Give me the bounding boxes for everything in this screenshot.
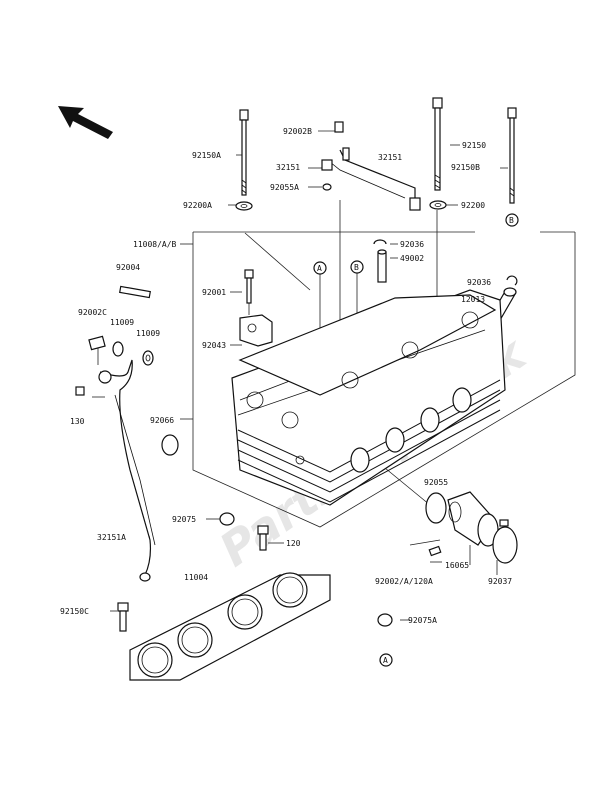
label-92002C: 92002C xyxy=(78,308,107,317)
plug-92066 xyxy=(161,434,179,456)
washer-92200 xyxy=(429,200,447,210)
label-92036b: 92036 xyxy=(467,278,491,287)
stud-92004 xyxy=(119,285,151,299)
label-11009b: 11009 xyxy=(136,329,160,338)
bolt-92002C xyxy=(88,335,106,351)
svg-text:A: A xyxy=(317,264,322,273)
clamp-92037 xyxy=(492,519,518,564)
screw-92002A xyxy=(428,545,442,557)
callout-B-top: B xyxy=(350,260,364,274)
callout-B-right: B xyxy=(505,213,519,227)
bolt-92150C xyxy=(117,602,129,632)
label-92001: 92001 xyxy=(202,288,226,297)
svg-text:B: B xyxy=(354,263,359,272)
label-11004: 11004 xyxy=(184,573,208,582)
front-direction-arrow-icon xyxy=(58,106,113,139)
washer-11009b xyxy=(142,350,154,366)
label-92002B: 92002B xyxy=(283,127,312,136)
label-92075A: 92075A xyxy=(408,616,437,625)
label-16065: 16065 xyxy=(445,561,469,570)
label-92200: 92200 xyxy=(461,201,485,210)
svg-text:B: B xyxy=(509,216,514,225)
washer-92200A xyxy=(235,201,253,211)
cylinder-head xyxy=(231,289,506,506)
o-ring-92055 xyxy=(425,492,447,524)
sleeve-49002 xyxy=(377,249,387,283)
part-labels: 92002B 32151 32151 92055A 92150A 92150 9… xyxy=(60,127,512,625)
plug-92075 xyxy=(219,512,235,526)
bolt-92150A xyxy=(239,109,249,196)
label-92150A: 92150A xyxy=(192,151,221,160)
callout-A-top: A xyxy=(313,261,327,275)
label-11009a: 11009 xyxy=(110,318,134,327)
label-92055: 92055 xyxy=(424,478,448,487)
label-92036a: 92036 xyxy=(400,240,424,249)
oil-hose-32151A xyxy=(75,359,156,582)
label-92055A: 92055A xyxy=(270,183,299,192)
label-92150C: 92150C xyxy=(60,607,89,616)
bolt-92150 xyxy=(432,97,443,191)
bolt-92150B xyxy=(507,107,517,204)
callout-A-bottom: A xyxy=(379,653,393,667)
label-12013: 12013 xyxy=(461,295,485,304)
bolt-120 xyxy=(257,525,269,551)
label-130: 130 xyxy=(70,417,85,426)
label-92150: 92150 xyxy=(462,141,486,150)
oil-pipe-32151 xyxy=(321,121,421,211)
assembly-frame xyxy=(192,231,576,528)
svg-text:A: A xyxy=(383,656,388,665)
label-92004: 92004 xyxy=(116,263,140,272)
label-11008: 11008/A/B xyxy=(133,240,177,249)
clip-92036a xyxy=(373,239,387,245)
label-92200A: 92200A xyxy=(183,201,212,210)
bracket-92043 xyxy=(239,314,273,347)
label-32151A: 32151A xyxy=(97,533,126,542)
label-92043: 92043 xyxy=(202,341,226,350)
clip-92036b xyxy=(506,275,518,286)
label-32151b: 32151 xyxy=(378,153,402,162)
label-92150B: 92150B xyxy=(451,163,480,172)
label-92066: 92066 xyxy=(150,416,174,425)
label-92037: 92037 xyxy=(488,577,512,586)
intake-holder-16065 xyxy=(447,491,499,547)
plug-92075A xyxy=(377,613,393,627)
label-49002: 49002 xyxy=(400,254,424,263)
washer-11009a xyxy=(112,341,124,357)
stud-92001 xyxy=(244,269,254,304)
gasket-11004 xyxy=(129,572,331,681)
label-120: 120 xyxy=(286,539,301,548)
label-92075: 92075 xyxy=(172,515,196,524)
label-32151a: 32151 xyxy=(276,163,300,172)
leader-lines xyxy=(92,130,508,621)
label-92002A: 92002/A/120A xyxy=(375,577,433,586)
